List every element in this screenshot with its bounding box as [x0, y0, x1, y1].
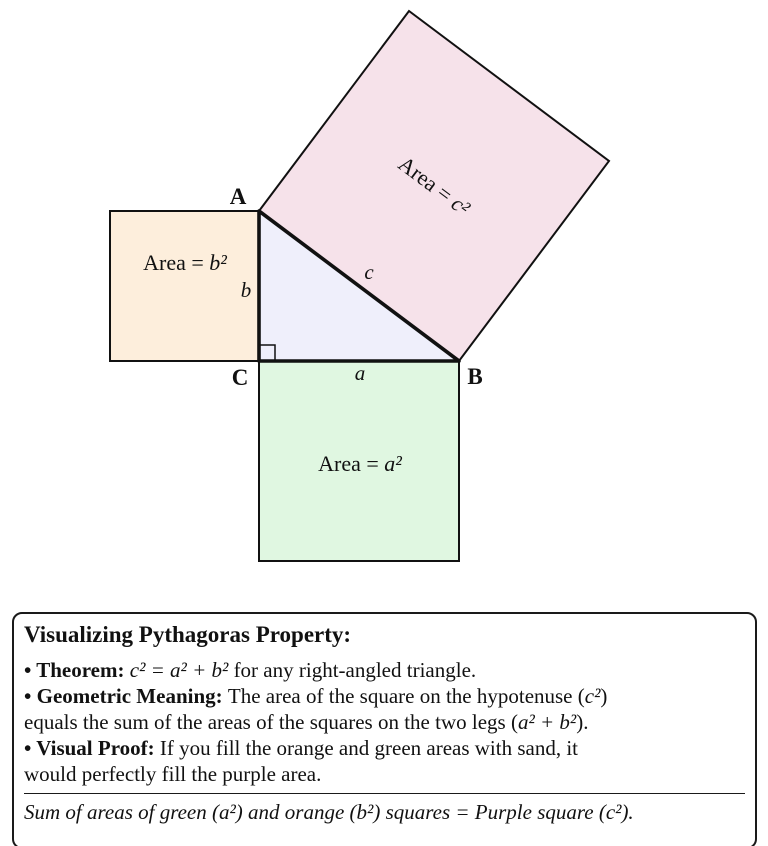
summary-line: Sum of areas of green (a²) and orange (b…: [24, 800, 634, 824]
side-label-a: a: [355, 361, 366, 385]
area-label-a2: Area = a²: [318, 451, 402, 476]
box-divider: [24, 793, 745, 794]
explanation-box: Visualizing Pythagoras Property: • Theor…: [12, 612, 757, 846]
vertex-label-b: B: [467, 364, 482, 389]
theorem-line: • Theorem: c² = a² + b² for any right-an…: [24, 658, 477, 682]
visual-proof-line: • Visual Proof: If you fill the orange a…: [24, 736, 579, 760]
right-triangle: [257, 209, 461, 363]
vertex-label-a: A: [230, 184, 247, 209]
right-angle-marker: [259, 344, 276, 361]
area-label-b2: Area = b²: [143, 250, 227, 275]
pythagoras-diagram: A B C b a c Area = b² Area = a² Area = c…: [109, 9, 611, 562]
side-label-c: c: [364, 260, 374, 284]
geometric-meaning-line: • Geometric Meaning: The area of the squ…: [24, 684, 608, 708]
explanation-title: Visualizing Pythagoras Property:: [24, 622, 352, 647]
visual-proof-continued: would perfectly fill the purple area.: [24, 762, 322, 786]
vertex-label-c: C: [232, 365, 249, 390]
square-b-orange: [109, 210, 260, 362]
geometric-meaning-continued: equals the sum of the areas of the squar…: [24, 710, 589, 734]
side-label-b: b: [241, 278, 252, 302]
